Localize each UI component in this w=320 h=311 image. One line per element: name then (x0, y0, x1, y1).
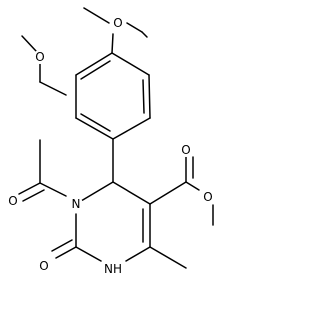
bond (80, 60, 111, 80)
atom-o-acetyl: O (6, 194, 20, 208)
atom-label: O (35, 50, 44, 64)
atom-nh: NH (101, 262, 125, 276)
bond (75, 117, 114, 140)
atom-labels: O O O N O O O NH (6, 16, 215, 276)
atom-n1: N (69, 197, 83, 211)
atom-o-urea: O (37, 259, 51, 273)
atom-o-methoxy-top: O (111, 16, 125, 30)
atom-o-ester-carbonyl: O (179, 143, 193, 157)
bond (75, 181, 114, 205)
bond (141, 31, 148, 38)
bond (125, 246, 151, 262)
atom-label: O (203, 190, 212, 204)
atom-o-ester-ether: O (201, 190, 215, 204)
bond (126, 22, 143, 33)
bond (22, 189, 45, 202)
bond (55, 246, 77, 259)
atom-label: O (181, 143, 190, 157)
bond (112, 181, 151, 205)
bond (142, 79, 145, 114)
bond (39, 81, 67, 96)
bond (83, 7, 110, 24)
atom-label: O (113, 16, 122, 30)
bond (75, 52, 113, 76)
bond (18, 182, 41, 195)
bond (111, 33, 114, 54)
chemical-structure-diagram: O O O N O O O NH (6, 7, 215, 276)
atom-o-methoxy-left: O (33, 50, 47, 64)
bond (112, 117, 151, 140)
bond (39, 182, 67, 197)
bond (21, 35, 37, 52)
bond (51, 239, 73, 252)
bond (75, 246, 102, 262)
bonds (18, 7, 214, 269)
bond (111, 52, 150, 76)
atom-label: N (72, 197, 81, 211)
bond (149, 246, 187, 269)
bond (185, 181, 200, 191)
atom-label: NH (104, 262, 122, 276)
bond (148, 74, 151, 119)
bond (149, 181, 187, 205)
bond (80, 113, 111, 132)
atom-label: O (8, 194, 17, 208)
atom-label: O (39, 259, 48, 273)
